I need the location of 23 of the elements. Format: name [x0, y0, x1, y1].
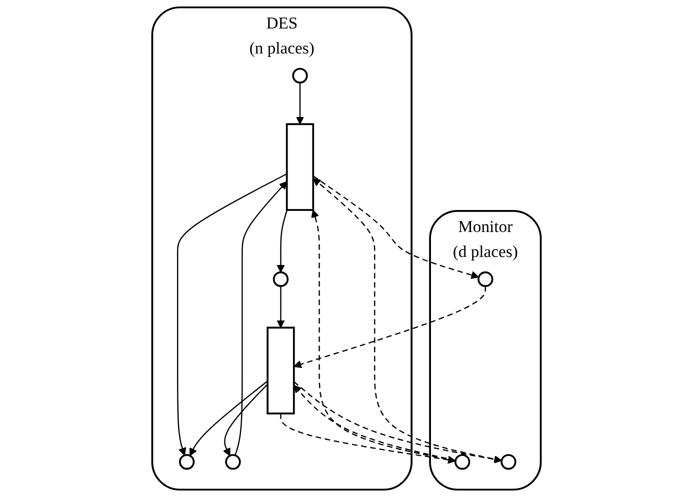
arrow	[177, 173, 288, 456]
cluster: Monitor (d places)	[429, 210, 542, 491]
arrow	[296, 82, 304, 124]
arrow	[294, 381, 502, 464]
node-bar	[266, 326, 295, 414]
arrow	[294, 286, 486, 368]
cluster: DES (n places)	[151, 6, 412, 491]
node-circle	[478, 271, 494, 288]
node-circle	[178, 454, 195, 470]
arrow	[222, 384, 268, 456]
arrow	[190, 380, 268, 456]
arrow	[294, 384, 456, 462]
node-circle	[292, 68, 308, 84]
arrow	[312, 176, 480, 279]
arrow	[276, 210, 288, 273]
arrow	[280, 413, 456, 464]
node-bar	[286, 123, 314, 211]
node-circle	[454, 454, 470, 470]
node-circle	[225, 454, 241, 470]
arrow	[276, 286, 285, 328]
arrow	[234, 181, 288, 456]
node-circle	[272, 271, 289, 288]
node-circle	[500, 454, 516, 470]
